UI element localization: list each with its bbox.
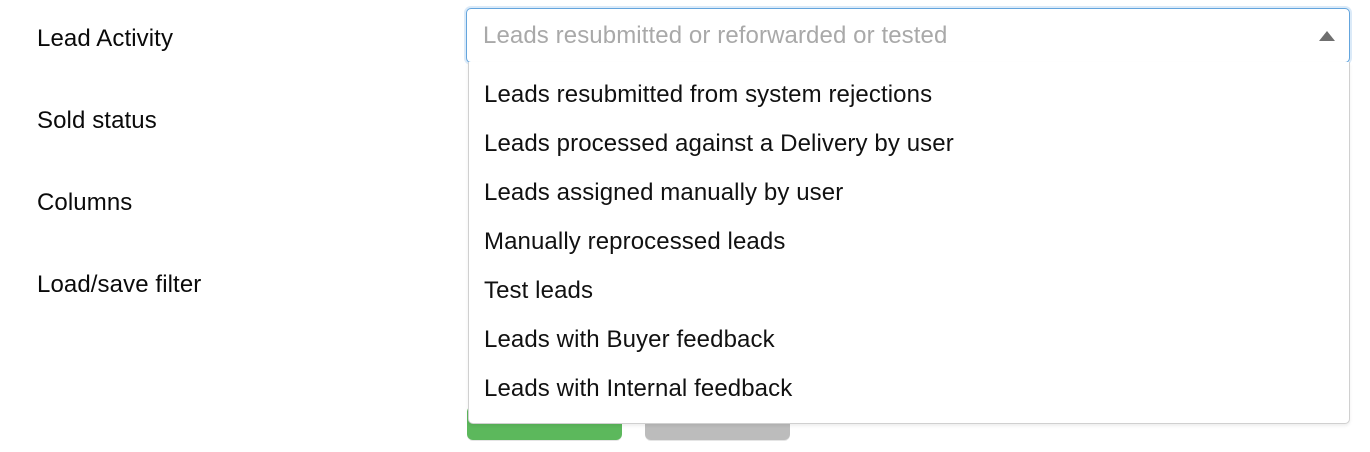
lead-activity-options-list: Leads resubmitted from system rejections… [468, 62, 1350, 424]
option-item[interactable]: Leads resubmitted from system rejections [484, 80, 933, 108]
option-item[interactable]: Leads with Internal feedback [484, 374, 793, 402]
option-item[interactable]: Test leads [484, 276, 594, 304]
option-item[interactable]: Manually reprocessed leads [484, 227, 786, 255]
lead-activity-input-wrapper[interactable]: Leads resubmitted or reforwarded or test… [466, 8, 1350, 63]
filter-label-column: Lead Activity Sold status Columns Load/s… [0, 0, 460, 452]
field-label-lead-activity: Lead Activity [37, 25, 174, 52]
option-item[interactable]: Leads with Buyer feedback [484, 325, 775, 353]
field-label-sold-status: Sold status [37, 107, 157, 134]
option-item[interactable]: Leads assigned manually by user [484, 178, 844, 206]
caret-up-icon[interactable] [1313, 22, 1341, 50]
field-label-columns: Columns [37, 189, 133, 216]
field-label-load-save-filter: Load/save filter [37, 271, 202, 298]
lead-activity-combobox[interactable]: Leads resubmitted or reforwarded or test… [466, 8, 1350, 424]
lead-activity-input[interactable]: Leads resubmitted or reforwarded or test… [483, 21, 948, 49]
option-item[interactable]: Leads processed against a Delivery by us… [484, 129, 954, 157]
